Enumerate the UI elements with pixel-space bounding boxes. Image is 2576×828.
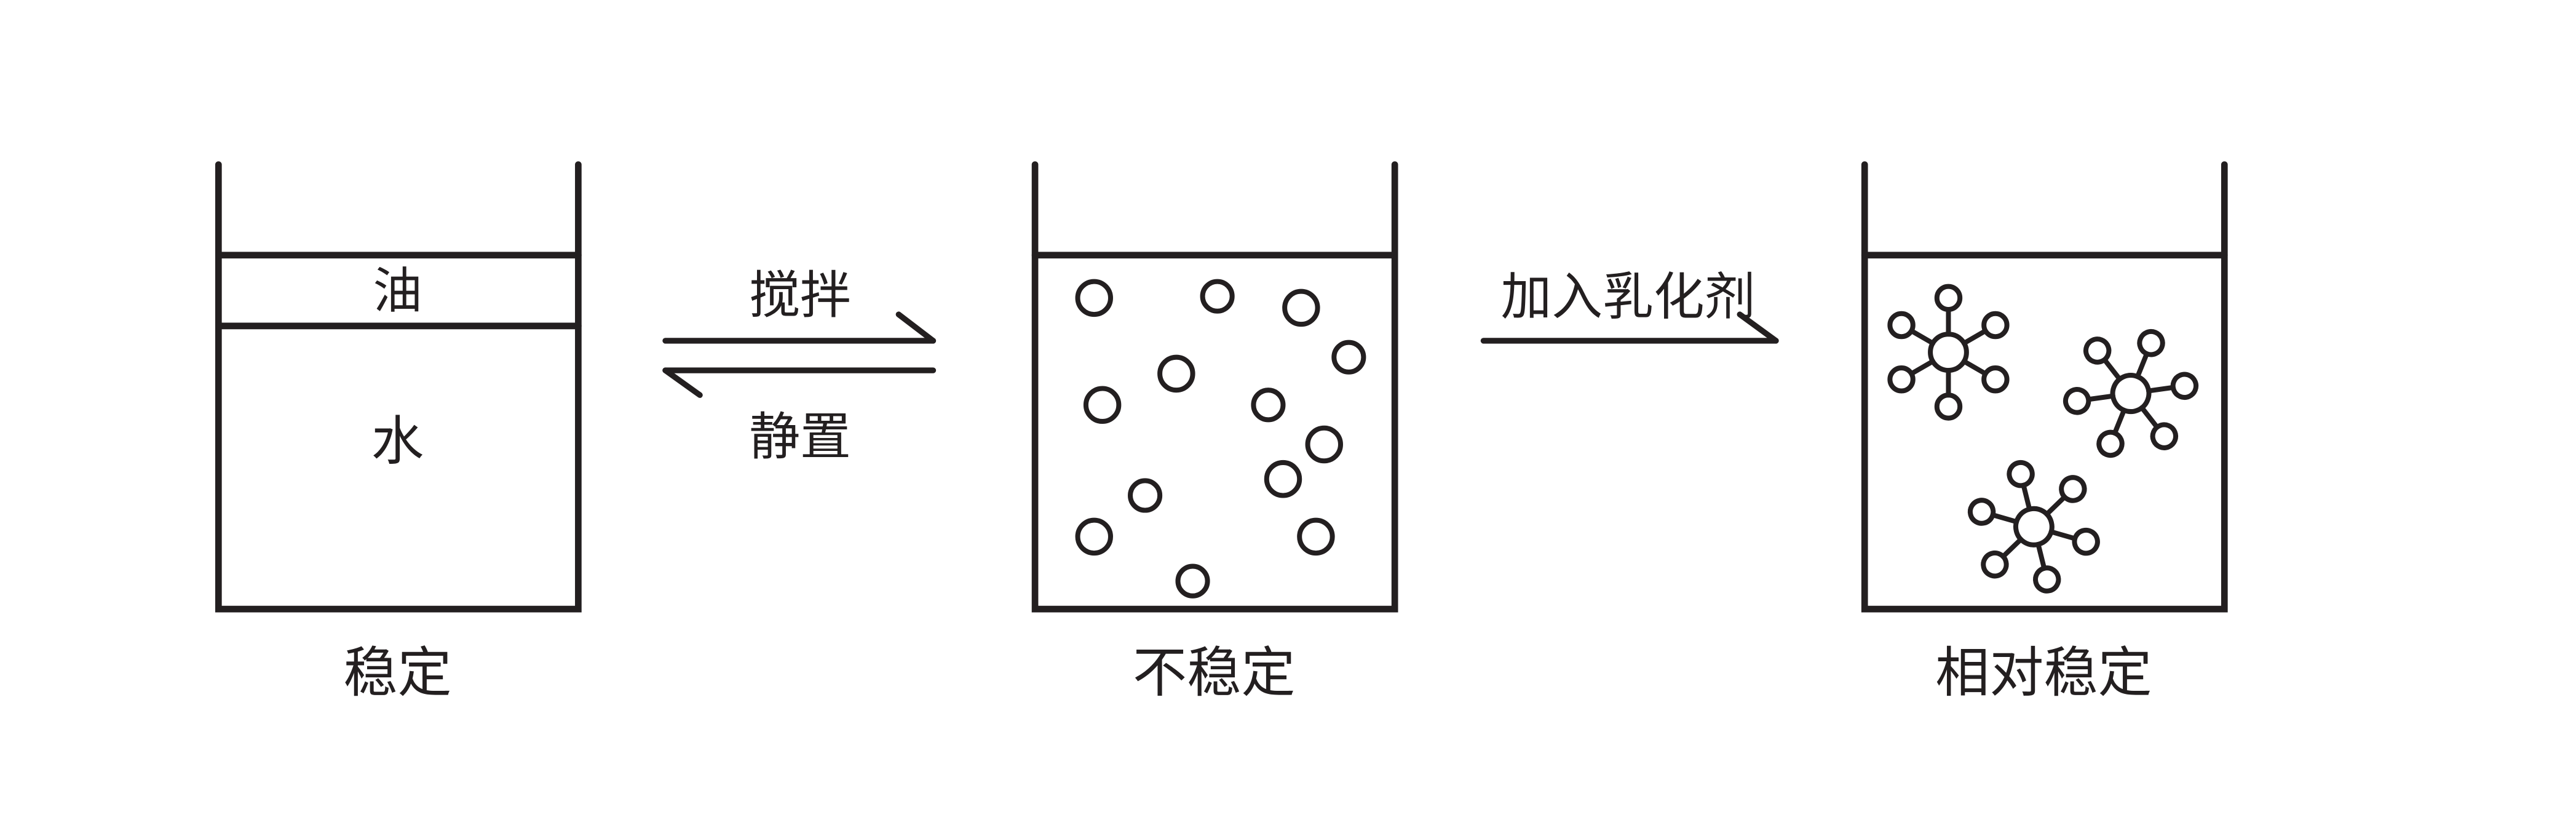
oil-droplet-icon xyxy=(1128,478,1163,513)
oil-droplet-icon xyxy=(1282,289,1320,327)
forward-arrow xyxy=(662,311,937,344)
water-label: 水 xyxy=(371,413,424,471)
caption-stable: 稳定 xyxy=(343,642,451,703)
oil-droplet-icon xyxy=(1251,388,1286,423)
oil-droplet-icon xyxy=(1083,386,1122,424)
reverse-arrow xyxy=(662,367,937,398)
beaker-micelles xyxy=(1861,161,2228,613)
micelle-icon xyxy=(1890,287,2007,418)
oil-droplet-icon xyxy=(1305,425,1343,464)
oil-droplet-icon xyxy=(1331,340,1366,375)
caption-unstable: 不稳定 xyxy=(1133,642,1295,703)
stir-label: 搅拌 xyxy=(749,266,851,324)
diagram-labels: 油 水 稳定 搅拌 静置 不稳定 加入乳化剂 相对稳定 xyxy=(343,263,2152,703)
oil-droplet-icon xyxy=(1157,354,1195,393)
oil-droplets xyxy=(1075,279,1366,599)
add-emulsifier-label: 加入乳化剂 xyxy=(1500,268,1755,325)
beaker-body xyxy=(1031,161,1398,613)
caption-relatively-stable: 相对稳定 xyxy=(1935,642,2152,703)
micelle-icon xyxy=(2052,311,2209,477)
beaker-separated xyxy=(215,161,582,613)
oil-droplet-icon xyxy=(1075,517,1113,556)
oil-droplet-icon xyxy=(1175,563,1210,599)
emulsifier-arrow xyxy=(1480,311,1779,344)
oil-droplet-icon xyxy=(1200,279,1235,314)
settle-label: 静置 xyxy=(749,408,851,465)
reversible-arrows xyxy=(662,311,937,398)
beaker-body xyxy=(1861,161,2228,613)
reverse-arrowhead-icon xyxy=(662,367,703,398)
diagram-linework xyxy=(215,161,2228,613)
beaker-body xyxy=(215,161,582,613)
oil-droplet-icon xyxy=(1264,460,1302,498)
oil-droplet-icon xyxy=(1075,279,1113,317)
micelle-icon xyxy=(1961,448,2106,605)
oil-label: 油 xyxy=(373,263,422,318)
beaker-droplets xyxy=(1031,161,1398,613)
oil-droplet-icon xyxy=(1297,517,1335,556)
forward-arrowhead-icon xyxy=(895,311,937,344)
emulsifier-arrowhead-icon xyxy=(1737,311,1779,344)
